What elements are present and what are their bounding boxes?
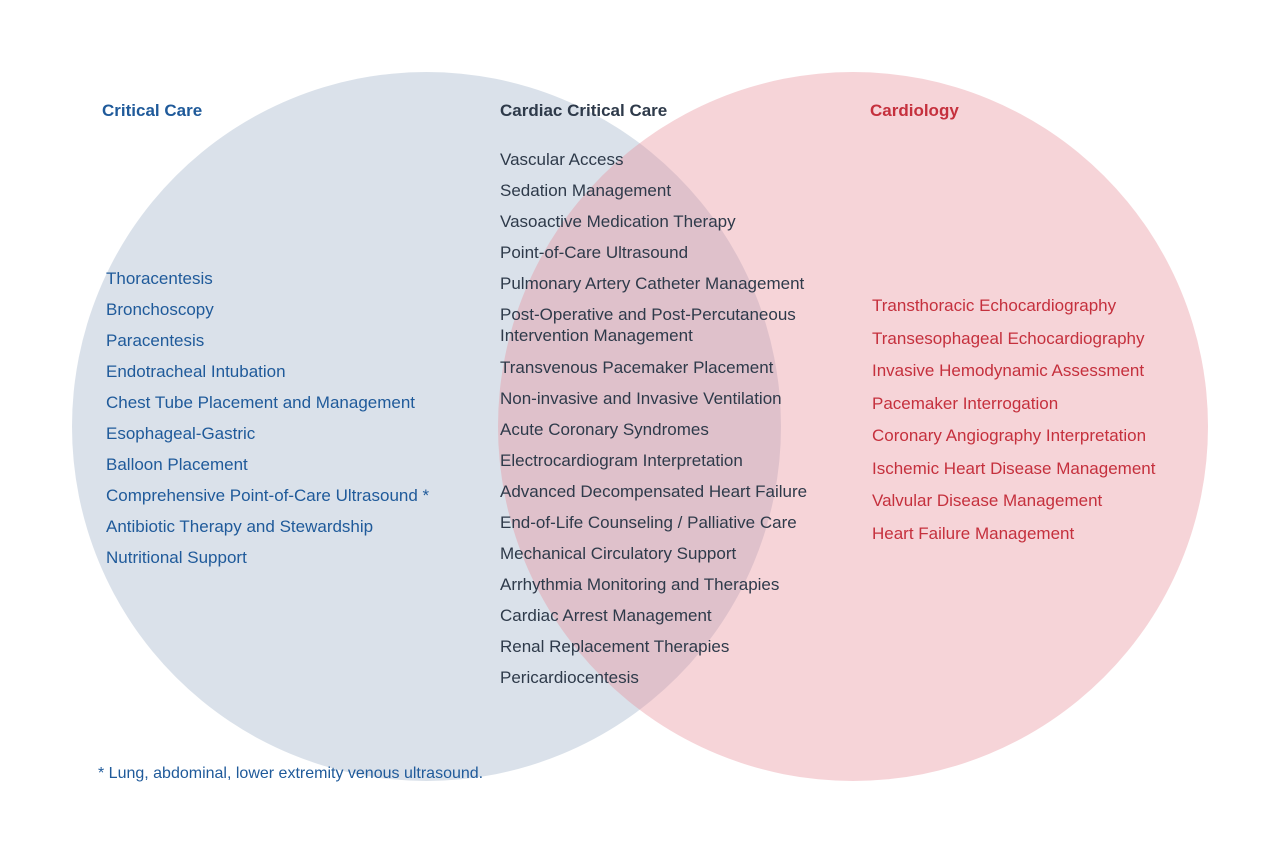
cardiac-critical-care-item: Transvenous Pacemaker Placement xyxy=(500,358,774,377)
cardiac-critical-care-item: Post-Operative and Post-Percutaneous Int… xyxy=(500,305,796,345)
cardiac-critical-care-item: Acute Coronary Syndromes xyxy=(500,420,709,439)
cardiac-critical-care-item: Advanced Decompensated Heart Failure xyxy=(500,482,808,501)
cardiology-item: Heart Failure Management xyxy=(872,523,1075,543)
cardiac-critical-care-item: Renal Replacement Therapies xyxy=(500,637,730,656)
critical-care-item: Endotracheal Intubation xyxy=(106,362,286,381)
cardiac-critical-care-item: Arrhythmia Monitoring and Therapies xyxy=(500,575,780,594)
cardiac-critical-care-item: Vasoactive Medication Therapy xyxy=(500,212,736,231)
cardiac-critical-care-item: Point-of-Care Ultrasound xyxy=(500,243,689,262)
cardiac-critical-care-item: Non-invasive and Invasive Ventilation xyxy=(500,389,782,408)
cardiology-item: Valvular Disease Management xyxy=(872,491,1103,510)
cardiology-heading: Cardiology xyxy=(870,101,959,120)
critical-care-item: Antibiotic Therapy and Stewardship xyxy=(106,517,374,536)
cardiology-item: Transesophageal Echocardiography xyxy=(872,328,1145,348)
critical-care-circle xyxy=(72,72,781,781)
cardiology-circle xyxy=(498,72,1208,781)
cardiology-item: Coronary Angiography Interpretation xyxy=(872,426,1147,445)
critical-care-heading: Critical Care xyxy=(102,101,203,120)
cardiac-critical-care-item: Mechanical Circulatory Support xyxy=(500,544,737,563)
critical-care-item: Nutritional Support xyxy=(106,548,247,567)
cardiac-critical-care-heading: Cardiac Critical Care xyxy=(500,101,668,120)
cardiac-critical-care-list: Vascular Access Sedation Management Vaso… xyxy=(500,149,840,698)
cardiac-critical-care-item: Cardiac Arrest Management xyxy=(500,606,712,625)
critical-care-item: Bronchoscopy xyxy=(106,300,214,319)
cardiology-list: Transthoracic Echocardiography Transesop… xyxy=(872,295,1155,555)
critical-care-item: Balloon Placement xyxy=(106,455,248,474)
cardiac-critical-care-item: End-of-Life Counseling / Palliative Care xyxy=(500,513,797,532)
critical-care-item: Thoracentesis xyxy=(106,269,213,288)
cardiac-critical-care-item: Pulmonary Artery Catheter Management xyxy=(500,274,805,293)
cardiology-item: Ischemic Heart Disease Management xyxy=(872,458,1156,478)
cardiology-item: Invasive Hemodynamic Assessment xyxy=(872,361,1145,380)
cardiology-item: Pacemaker Interrogation xyxy=(872,393,1059,413)
cardiac-critical-care-item: Pericardiocentesis xyxy=(500,668,639,687)
cardiac-critical-care-item: Sedation Management xyxy=(500,181,672,200)
critical-care-item: Paracentesis xyxy=(106,331,205,350)
footnote: * Lung, abdominal, lower extremity venou… xyxy=(98,765,484,782)
critical-care-item: Esophageal-Gastric xyxy=(106,424,256,443)
critical-care-list: Thoracentesis Bronchoscopy Paracentesis … xyxy=(106,268,429,578)
critical-care-item: Chest Tube Placement and Management xyxy=(106,393,416,412)
cardiac-critical-care-item: Electrocardiogram Interpretation xyxy=(500,451,743,470)
cardiology-item: Transthoracic Echocardiography xyxy=(872,296,1117,315)
critical-care-item: Comprehensive Point-of-Care Ultrasound * xyxy=(106,486,430,505)
cardiac-critical-care-item: Vascular Access xyxy=(500,150,624,169)
